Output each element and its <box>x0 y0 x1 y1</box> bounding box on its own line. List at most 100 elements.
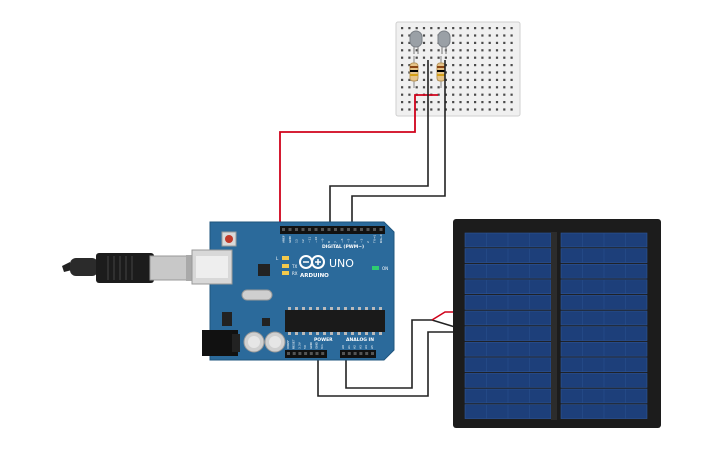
breadboard-hole <box>466 64 469 67</box>
led-tx-indicator <box>282 264 289 268</box>
chip-pin <box>372 307 375 310</box>
header-hole[interactable] <box>321 228 324 231</box>
breadboard-hole <box>488 41 491 44</box>
breadboard-hole <box>466 34 469 37</box>
breadboard-hole <box>422 78 426 81</box>
breadboard-hole <box>474 64 477 67</box>
header-hole[interactable] <box>309 352 313 355</box>
usb-cable[interactable] <box>62 253 196 283</box>
breadboard-hole <box>415 101 418 104</box>
header-hole[interactable] <box>379 228 383 231</box>
breadboard-hole <box>510 93 513 96</box>
header-hole[interactable] <box>353 228 357 231</box>
power-label: POWER <box>314 337 333 343</box>
breadboard-hole <box>444 56 447 59</box>
wire-red-5v[interactable] <box>279 94 438 228</box>
header-hole[interactable] <box>340 228 344 231</box>
wire-red-panel[interactable] <box>431 311 455 321</box>
breadboard-hole <box>474 108 477 111</box>
wire-black-a0[interactable] <box>345 319 456 389</box>
header-hole[interactable] <box>308 228 311 231</box>
breadboard-hole <box>459 78 462 81</box>
header-hole[interactable] <box>292 352 296 355</box>
breadboard-hole <box>495 93 499 96</box>
led-on-indicator <box>372 266 379 270</box>
breadboard-hole <box>481 71 484 74</box>
chip-pin <box>288 332 291 335</box>
header-hole[interactable] <box>298 352 302 355</box>
header-hole[interactable] <box>365 352 369 355</box>
header-hole[interactable] <box>321 352 325 355</box>
led-1[interactable] <box>409 30 423 54</box>
wire-black-2[interactable] <box>351 60 446 230</box>
header-hole[interactable] <box>315 352 319 355</box>
breadboard-hole <box>510 56 513 59</box>
header-hole[interactable] <box>342 352 345 355</box>
header-hole[interactable] <box>334 228 337 231</box>
breadboard-hole <box>422 41 426 44</box>
breadboard-hole <box>444 108 447 111</box>
breadboard-hole <box>503 27 506 30</box>
breadboard-hole <box>408 64 411 67</box>
header-hole[interactable] <box>359 352 363 355</box>
header-hole[interactable] <box>347 228 350 231</box>
breadboard-hole <box>452 108 455 111</box>
resistor-1[interactable] <box>409 56 419 88</box>
pin-label: Vin <box>320 344 324 349</box>
analog-header[interactable] <box>340 350 376 358</box>
breadboard-hole <box>488 86 491 89</box>
breadboard-hole <box>481 34 484 37</box>
chip-pin <box>344 307 347 310</box>
breadboard-hole <box>422 101 426 104</box>
wire-black-gnd[interactable] <box>317 331 455 397</box>
solar-panel[interactable] <box>453 219 661 428</box>
header-hole[interactable] <box>287 352 290 355</box>
breadboard-hole <box>495 49 499 52</box>
header-hole[interactable] <box>371 352 374 355</box>
header-hole[interactable] <box>327 228 331 231</box>
breadboard-hole <box>437 108 440 111</box>
breadboard-hole <box>452 27 455 30</box>
breadboard-hole <box>459 108 462 111</box>
breadboard-hole <box>430 101 433 104</box>
breadboard-hole <box>488 49 491 52</box>
chip-pin <box>309 332 312 335</box>
header-hole[interactable] <box>288 228 292 231</box>
chip-pin <box>372 332 375 335</box>
breadboard-hole <box>408 49 411 52</box>
led-2[interactable] <box>437 30 451 54</box>
header-hole[interactable] <box>347 352 351 355</box>
chip-pin <box>330 307 333 310</box>
pin-label: GND <box>309 341 313 349</box>
pin-label: 2 <box>366 241 370 243</box>
reset-button[interactable] <box>221 231 237 247</box>
breadboard-hole <box>503 71 506 74</box>
digital-header[interactable] <box>280 226 385 234</box>
header-hole[interactable] <box>295 228 298 231</box>
header-hole[interactable] <box>301 228 305 231</box>
header-hole[interactable] <box>366 228 370 231</box>
label-l: L <box>276 256 279 261</box>
breadboard-hole <box>503 101 506 104</box>
breadboard-hole <box>415 56 418 59</box>
header-hole[interactable] <box>282 228 285 231</box>
breadboard-hole <box>452 34 455 37</box>
header-hole[interactable] <box>314 228 318 231</box>
breadboard[interactable] <box>395 21 521 117</box>
header-hole[interactable] <box>304 352 308 355</box>
header-hole[interactable] <box>360 228 363 231</box>
wire-black-1[interactable] <box>329 60 429 230</box>
arduino-uno-board[interactable]: L TX RX ON ARDUINO UNO DIGITAL (PWM~) PO… <box>191 221 395 361</box>
breadboard-hole <box>430 27 433 30</box>
resistor-2[interactable] <box>436 56 446 88</box>
breadboard-hole <box>459 101 462 104</box>
header-hole[interactable] <box>353 352 357 355</box>
breadboard-hole <box>474 41 477 44</box>
pin-label: RX←0 <box>379 234 383 243</box>
breadboard-hole <box>401 34 404 37</box>
breadboard-hole <box>437 27 440 30</box>
breadboard-hole <box>430 78 433 81</box>
pin-label: A2 <box>353 345 357 349</box>
header-hole[interactable] <box>373 228 376 231</box>
